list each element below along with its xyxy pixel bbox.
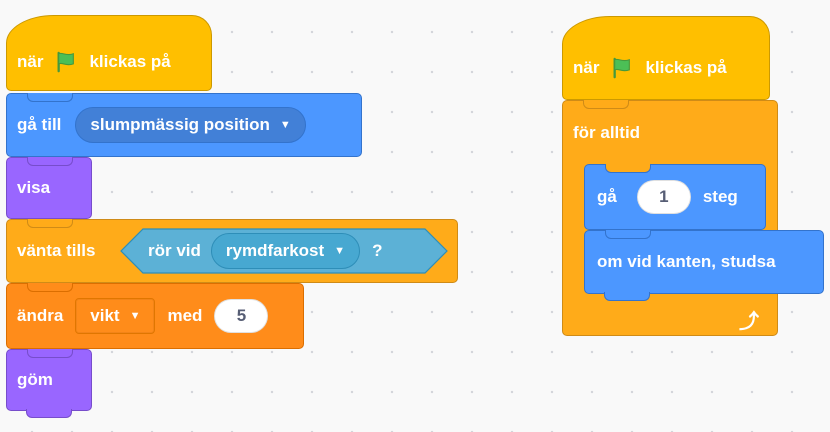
change-variable-block[interactable]: ändra vikt ▼ med 5	[6, 283, 304, 349]
change-amount-input[interactable]: 5	[214, 299, 269, 333]
hide-label: göm	[17, 370, 53, 389]
when-label: när	[17, 52, 44, 71]
bounce-on-edge-block[interactable]: om vid kanten, studsa	[584, 230, 824, 294]
when-flag-clicked-block[interactable]: när klickas på	[6, 15, 212, 91]
touching-label: rör vid	[148, 241, 201, 260]
show-label: visa	[17, 178, 51, 197]
block-notch	[27, 349, 73, 358]
block-notch	[27, 157, 73, 166]
dropdown-arrow-icon: ▼	[279, 119, 291, 131]
go-to-target-value: slumpmässig position	[90, 115, 270, 134]
wait-until-label: vänta tills	[17, 241, 96, 260]
block-notch	[27, 93, 73, 102]
block-notch	[605, 164, 651, 173]
question-mark-label: ?	[372, 241, 383, 260]
move-steps-block[interactable]: gå 1 steg	[584, 164, 766, 230]
show-block[interactable]: visa	[6, 157, 92, 219]
green-flag-icon	[57, 51, 75, 73]
hide-block[interactable]: göm	[6, 349, 92, 411]
go-to-label: gå till	[17, 115, 62, 134]
by-label: med	[167, 306, 203, 325]
block-tab	[604, 292, 650, 301]
touching-target-value: rymdfarkost	[225, 241, 325, 260]
forever-label: för alltid	[573, 123, 641, 142]
clicked-label: klickas på	[89, 52, 171, 71]
clicked-label: klickas på	[645, 58, 727, 77]
move-steps-input[interactable]: 1	[636, 180, 691, 214]
touching-condition[interactable]: rör vid rymdfarkost ▼ ?	[148, 228, 382, 274]
dropdown-arrow-icon: ▼	[129, 310, 141, 322]
go-to-block[interactable]: gå till slumpmässig position ▼	[6, 93, 362, 157]
green-flag-icon	[613, 57, 631, 79]
variable-dropdown[interactable]: vikt ▼	[75, 298, 156, 334]
block-notch	[27, 219, 73, 228]
move-label: gå	[597, 187, 617, 206]
loop-arrow-icon: ⤴	[739, 311, 759, 333]
block-notch	[605, 230, 651, 239]
bounce-label: om vid kanten, studsa	[597, 252, 776, 271]
touching-target-dropdown[interactable]: rymdfarkost ▼	[210, 233, 361, 269]
when-label: när	[573, 58, 600, 77]
block-tab	[26, 409, 72, 418]
block-notch	[583, 100, 629, 109]
variable-value: vikt	[90, 306, 120, 325]
block-notch	[27, 283, 73, 292]
steps-label: steg	[702, 187, 738, 206]
dropdown-arrow-icon: ▼	[334, 245, 346, 257]
when-flag-clicked-block[interactable]: när klickas på	[562, 16, 770, 100]
change-label: ändra	[17, 306, 64, 325]
go-to-target-dropdown[interactable]: slumpmässig position ▼	[75, 107, 306, 143]
